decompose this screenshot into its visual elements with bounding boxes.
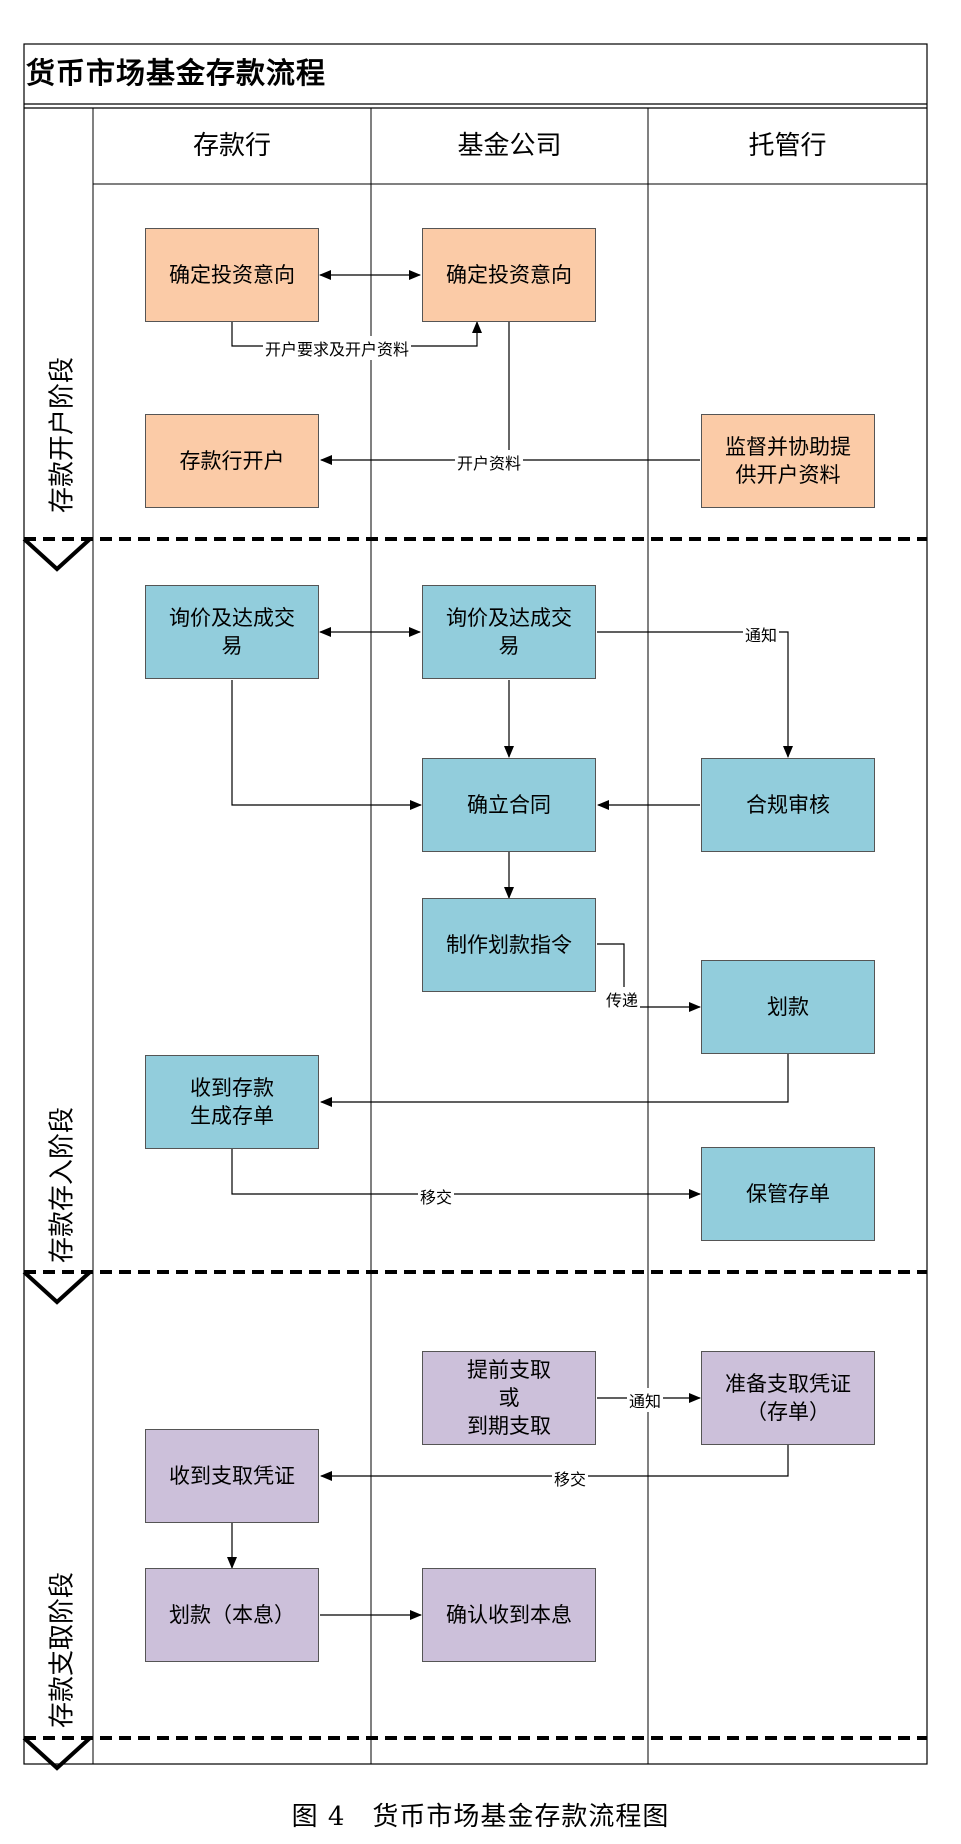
box-confirm-intent-bank: 确定投资意向: [145, 228, 319, 322]
label-notify-2: 通知: [627, 1388, 664, 1412]
lane-header-custodian: 托管行: [748, 131, 827, 161]
arrow-b11-to-b12: [231, 1149, 701, 1199]
label-notify-1: 通知: [743, 622, 780, 646]
label-account-materials: 开户资料: [455, 450, 524, 474]
phase-dividers: [22, 537, 927, 1771]
lane-header-fund-company: 基金公司: [457, 131, 562, 161]
box-inquiry-bank: 询价及达成交 易: [145, 585, 319, 679]
swimlane-frame: [23, 43, 928, 1765]
box-keep-certificate: 保管存单: [701, 1147, 875, 1241]
box-early-or-maturity: 提前支取 或 到期支取: [422, 1351, 596, 1445]
box-receive-deposit: 收到存款 生成存单: [145, 1055, 319, 1149]
arrow-b14-to-b15: [320, 1445, 789, 1481]
box-establish-contract: 确立合同: [422, 758, 596, 852]
diagram-title: 货币市场基金存款流程: [26, 56, 327, 90]
arrow-b6-notify-b8: [597, 631, 793, 758]
box-inquiry-fund: 询价及达成交 易: [422, 585, 596, 679]
label-account-requirements: 开户要求及开户资料: [263, 336, 412, 360]
phase-label-open: 存款开户阶段: [47, 356, 78, 514]
box-transfer: 划款: [701, 960, 875, 1054]
box-make-transfer-order: 制作划款指令: [422, 898, 596, 992]
lane-header-deposit-bank: 存款行: [192, 131, 271, 161]
label-handover-2: 移交: [552, 1466, 589, 1490]
label-deliver: 传递: [604, 987, 641, 1011]
box-prepare-voucher: 准备支取凭证 （存单）: [701, 1351, 875, 1445]
box-confirm-intent-fund: 确定投资意向: [422, 228, 596, 322]
label-handover-1: 移交: [418, 1184, 455, 1208]
figure-caption: 图 4 货币市场基金存款流程图: [291, 1802, 670, 1832]
box-open-account: 存款行开户: [145, 414, 319, 508]
arrow-b9-to-b10: [597, 943, 701, 1012]
box-compliance-review: 合规审核: [701, 758, 875, 852]
phase-label-withdraw: 存款支取阶段: [47, 1571, 78, 1729]
box-supervise-assist: 监督并协助提 供开户资料: [701, 414, 875, 508]
box-confirm-receipt: 确认收到本息: [422, 1568, 596, 1662]
arrow-b10-to-b11: [320, 1054, 789, 1107]
box-transfer-principal-interest: 划款（本息）: [145, 1568, 319, 1662]
box-receive-voucher: 收到支取凭证: [145, 1429, 319, 1523]
phase-label-deposit: 存款存入阶段: [47, 1106, 78, 1264]
arrow-b5-to-b7: [231, 680, 422, 810]
